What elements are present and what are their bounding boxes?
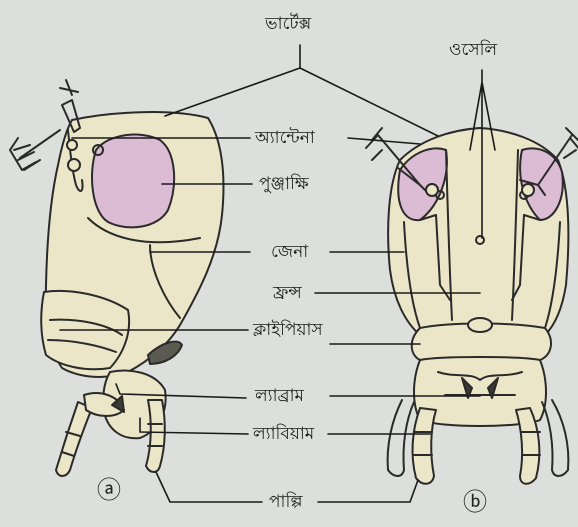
frontal-palp-left xyxy=(413,408,436,484)
label-palp: পাল্পি xyxy=(266,492,305,512)
view-label-frontal: ⓑ xyxy=(462,490,488,516)
label-compound-eye: পুঞ্জাক্ষি xyxy=(256,174,312,194)
label-labium: ল্যাবিয়াম xyxy=(250,424,317,444)
lateral-palp-1 xyxy=(56,402,92,476)
lateral-palp-2 xyxy=(146,400,165,472)
label-gena: জেনা xyxy=(268,242,311,262)
label-clypeus: ক্লাইপিয়াস xyxy=(250,320,326,340)
lateral-eye xyxy=(92,135,174,228)
view-label-lateral: ⓐ xyxy=(96,478,122,504)
label-frons: ফ্রন্স xyxy=(270,283,305,303)
label-labrum: ল্যাব্রাম xyxy=(252,386,307,406)
label-antenna: অ্যান্টেনা xyxy=(252,128,318,148)
label-ocelli: ওসেলি xyxy=(446,40,500,60)
label-vertex: ভার্টেক্স xyxy=(262,14,314,34)
